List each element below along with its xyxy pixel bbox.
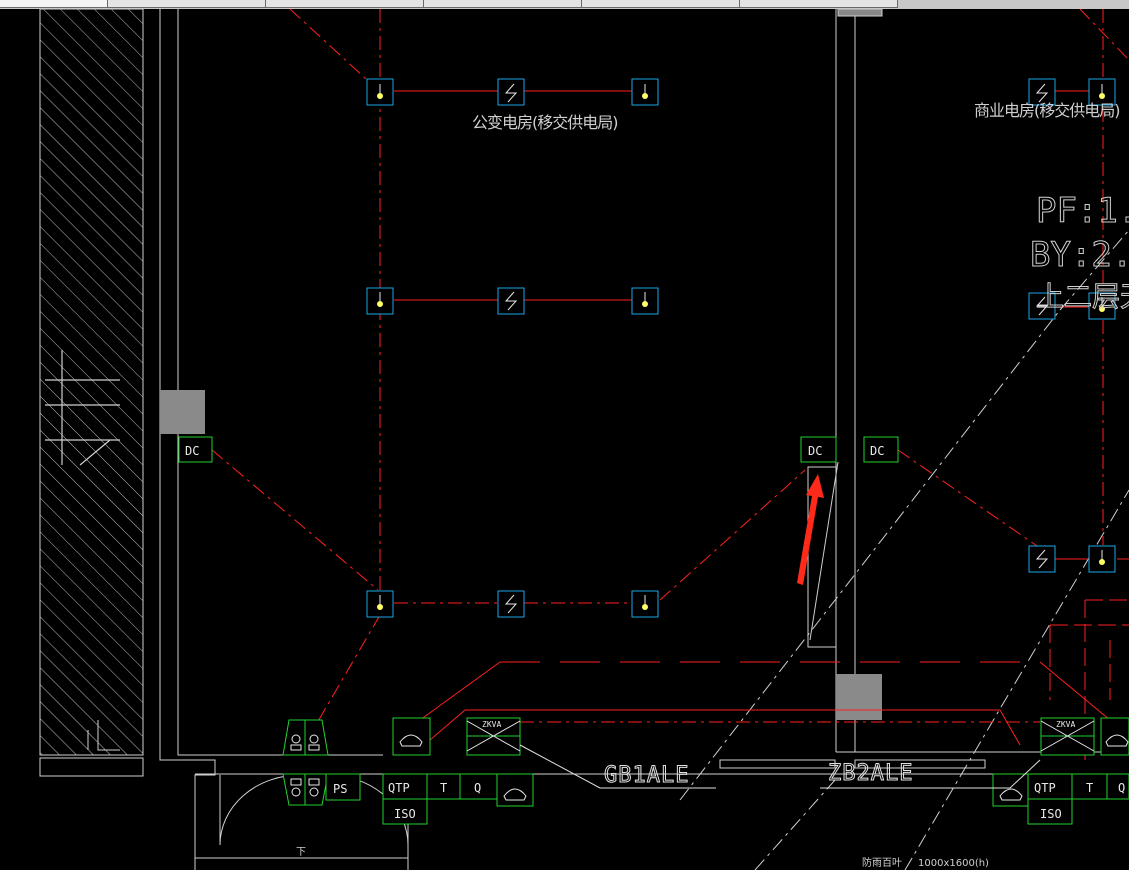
- tab-6[interactable]: [740, 0, 898, 8]
- iso-box[interactable]: [382, 798, 428, 825]
- switch-box[interactable]: [1028, 545, 1056, 573]
- device-column-right: [1028, 78, 1116, 573]
- dc-box-right[interactable]: DC: [863, 436, 899, 463]
- lamp-box[interactable]: [631, 287, 659, 315]
- hatched-wall: [39, 9, 144, 777]
- device-row-top: [366, 78, 659, 106]
- switch-box[interactable]: [1028, 78, 1056, 106]
- tab-5[interactable]: [582, 0, 740, 8]
- t-label-right: T: [1086, 781, 1093, 795]
- leader-line: [809, 461, 839, 641]
- guide-lines: [679, 229, 1129, 870]
- zkva-label: ZKVA: [482, 720, 501, 729]
- bus-leaders: [519, 744, 1041, 789]
- dc-label: DC: [185, 444, 199, 458]
- highlight-arrow: [797, 474, 824, 585]
- phone-box-bottom[interactable]: [496, 773, 534, 807]
- lamp-box[interactable]: [1088, 292, 1116, 320]
- iso-label-right: ISO: [1040, 807, 1062, 821]
- cad-drawing-canvas[interactable]: DC DC DC: [0, 9, 1129, 870]
- qtp-label-right: QTP: [1034, 781, 1056, 795]
- wiring: [211, 9, 1129, 746]
- dc-label: DC: [870, 444, 884, 458]
- q-label-right: Q: [1118, 781, 1125, 795]
- note-louver: 防雨百叶: [862, 856, 902, 869]
- phone-box-right-top[interactable]: [1100, 717, 1129, 756]
- lamp-box[interactable]: [1088, 78, 1116, 106]
- iso-label: ISO: [394, 807, 416, 821]
- q-box-right[interactable]: [1106, 773, 1129, 800]
- column-right: [836, 674, 882, 720]
- column-left: [160, 390, 205, 434]
- annotation-floor: 上二层天面: [1036, 280, 1129, 313]
- annotation-by: BY:2.4: [1030, 235, 1129, 275]
- annotation-pf: PF:1.2: [1036, 191, 1129, 231]
- note-louver-size: 1000x1600(h): [918, 858, 989, 869]
- dc-box-middle[interactable]: DC: [800, 436, 837, 463]
- tab-4[interactable]: [424, 0, 582, 8]
- note-down: 下: [296, 847, 306, 858]
- tab-1[interactable]: [0, 0, 108, 8]
- tab-bar: [0, 0, 1129, 9]
- dc-label: DC: [808, 444, 822, 458]
- equipment-symbols: [290, 720, 1129, 801]
- t-box[interactable]: [426, 773, 461, 800]
- phone-icon: [399, 734, 423, 747]
- ps-box[interactable]: [325, 773, 361, 801]
- device-row-bottom: [366, 590, 659, 618]
- switch-box[interactable]: [497, 590, 525, 618]
- tab-3[interactable]: [266, 0, 424, 8]
- switch-box[interactable]: [1028, 292, 1056, 320]
- switch-box[interactable]: [497, 78, 525, 106]
- qtp-box-right[interactable]: [1027, 773, 1073, 800]
- bus-label-left: GB1ALE: [604, 763, 689, 788]
- zkva-label-right: ZKVA: [1056, 720, 1075, 729]
- lamp-box[interactable]: [631, 78, 659, 106]
- lamp-box[interactable]: [366, 590, 394, 618]
- phone-box-top[interactable]: [392, 717, 431, 756]
- ps-label: PS: [333, 782, 347, 796]
- room-label-left: 公变电房(移交供电局): [472, 113, 618, 132]
- phone-icon: [503, 788, 527, 801]
- q-label: Q: [474, 781, 481, 795]
- bus-label-right: ZB2ALE: [828, 761, 913, 786]
- t-label: T: [440, 781, 447, 795]
- lamp-box[interactable]: [1088, 545, 1116, 573]
- phone-icon: [1105, 734, 1129, 747]
- switch-box[interactable]: [497, 287, 525, 315]
- equipment-left-group: [282, 717, 1129, 825]
- q-box[interactable]: [459, 773, 498, 800]
- room-label-right: 商业电房(移交供电局): [974, 101, 1120, 120]
- dc-box-left[interactable]: DC: [178, 436, 213, 463]
- iso-box-right[interactable]: [1027, 798, 1073, 825]
- lamp-box[interactable]: [366, 78, 394, 106]
- qtp-label: QTP: [388, 781, 410, 795]
- device-row-mid: [366, 287, 659, 315]
- lamp-box[interactable]: [366, 287, 394, 315]
- t-box-right[interactable]: [1071, 773, 1108, 800]
- lamp-box[interactable]: [631, 590, 659, 618]
- phone-icon: [999, 788, 1023, 801]
- phone-box-right-bottom[interactable]: [992, 773, 1029, 807]
- tab-2[interactable]: [108, 0, 266, 8]
